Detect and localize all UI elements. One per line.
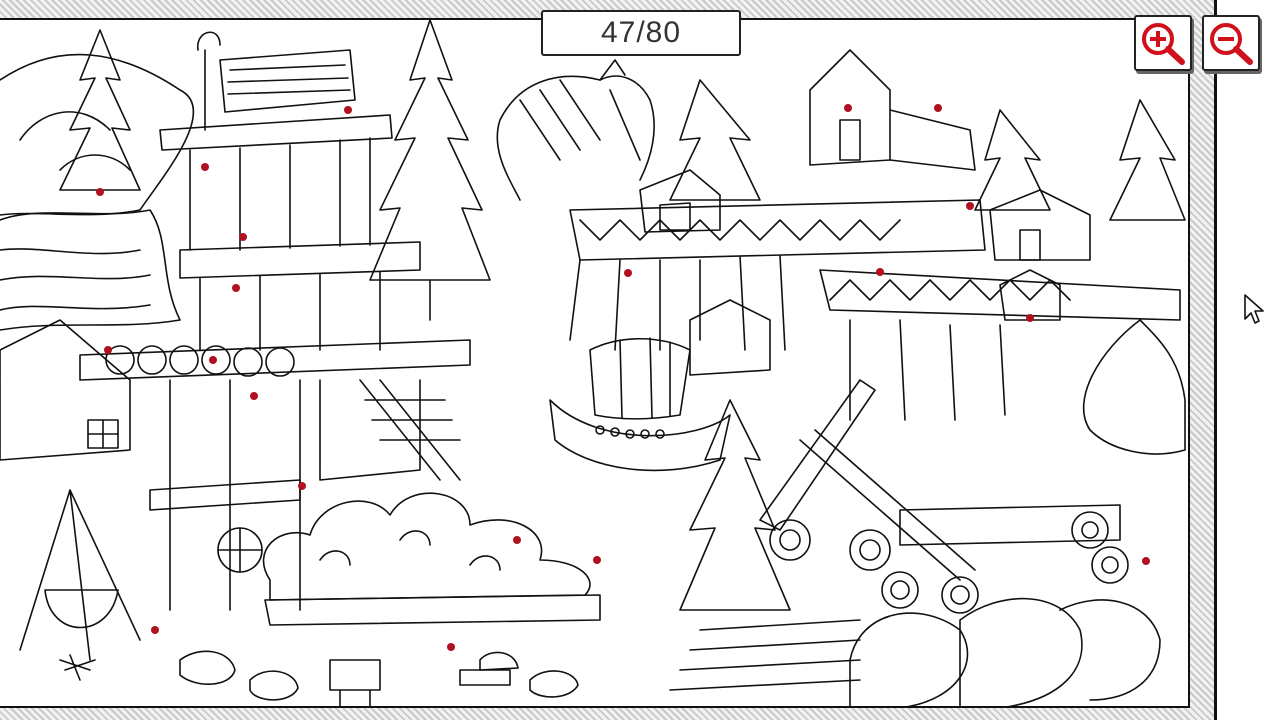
dragon (496, 59, 655, 201)
catapult (759, 379, 1129, 614)
viking-ship (549, 299, 771, 472)
left-house (0, 319, 141, 681)
right-side-panel (1214, 0, 1280, 720)
cloud-bush (262, 492, 601, 626)
watchtower (79, 31, 471, 611)
stairs-rocks (179, 597, 1161, 706)
zoom-out-magnifier-icon (1210, 23, 1253, 65)
cliff-village (569, 49, 1186, 421)
marker-dots (96, 104, 1150, 651)
mouse-pointer-icon (1244, 294, 1264, 324)
progress-text: 47/80 (600, 16, 682, 49)
snow-hills (0, 53, 195, 331)
progress-counter: 47/80 (541, 10, 741, 56)
mid-trees (679, 319, 1186, 611)
coloring-scene[interactable] (0, 18, 1190, 708)
zoom-in-magnifier-icon (1142, 23, 1185, 65)
zoom-out-button[interactable] (1202, 15, 1260, 71)
zoom-in-button[interactable] (1134, 15, 1192, 71)
